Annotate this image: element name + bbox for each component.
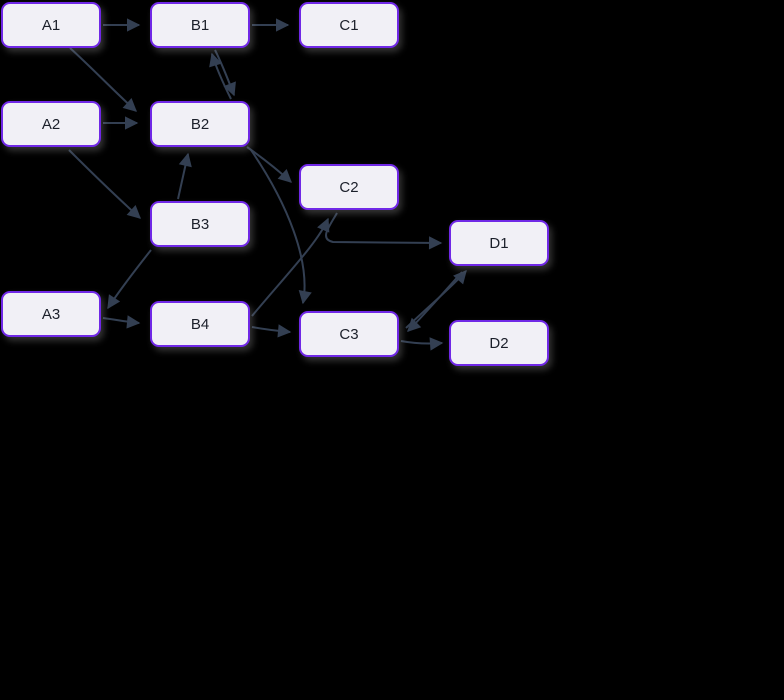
node-label: A2 — [41, 115, 61, 133]
node-B2: B2 — [150, 101, 250, 147]
node-label: B3 — [190, 215, 210, 233]
node-label: D2 — [489, 334, 509, 352]
node-label: C1 — [339, 16, 359, 34]
edges-group — [68, 18, 467, 351]
edge-B4-C2 — [251, 217, 330, 317]
node-A2: A2 — [1, 101, 101, 147]
node-label: C2 — [339, 178, 359, 196]
edge-B3-A3 — [107, 249, 152, 310]
node-A1: A1 — [1, 2, 101, 48]
node-A3: A3 — [1, 291, 101, 337]
edge-D1-C3 — [407, 271, 463, 332]
node-C2: C2 — [299, 164, 399, 210]
edge-A1-B2 — [69, 47, 137, 112]
edge-A3-B4 — [102, 315, 141, 329]
node-label: A1 — [41, 16, 61, 34]
edge-C3-D2 — [400, 337, 444, 351]
edge-B2-B1 — [209, 52, 232, 100]
node-B1: B1 — [150, 2, 250, 48]
edge-B4-C3 — [251, 324, 292, 338]
node-B4: B4 — [150, 301, 250, 347]
node-B3: B3 — [150, 201, 250, 247]
node-D2: D2 — [449, 320, 549, 366]
node-D1: D1 — [449, 220, 549, 266]
node-C3: C3 — [299, 311, 399, 357]
edge-C2-D1 — [325, 212, 443, 250]
node-label: B1 — [190, 16, 210, 34]
node-C1: C1 — [299, 2, 399, 48]
node-label: A3 — [41, 305, 61, 323]
node-label: B4 — [190, 315, 210, 333]
edge-B2-C3 — [250, 149, 312, 305]
edge-B3-B2 — [177, 152, 192, 200]
node-label: B2 — [190, 115, 210, 133]
node-label: D1 — [489, 234, 509, 252]
node-label: C3 — [339, 325, 359, 343]
edge-A2-B3 — [68, 149, 141, 219]
